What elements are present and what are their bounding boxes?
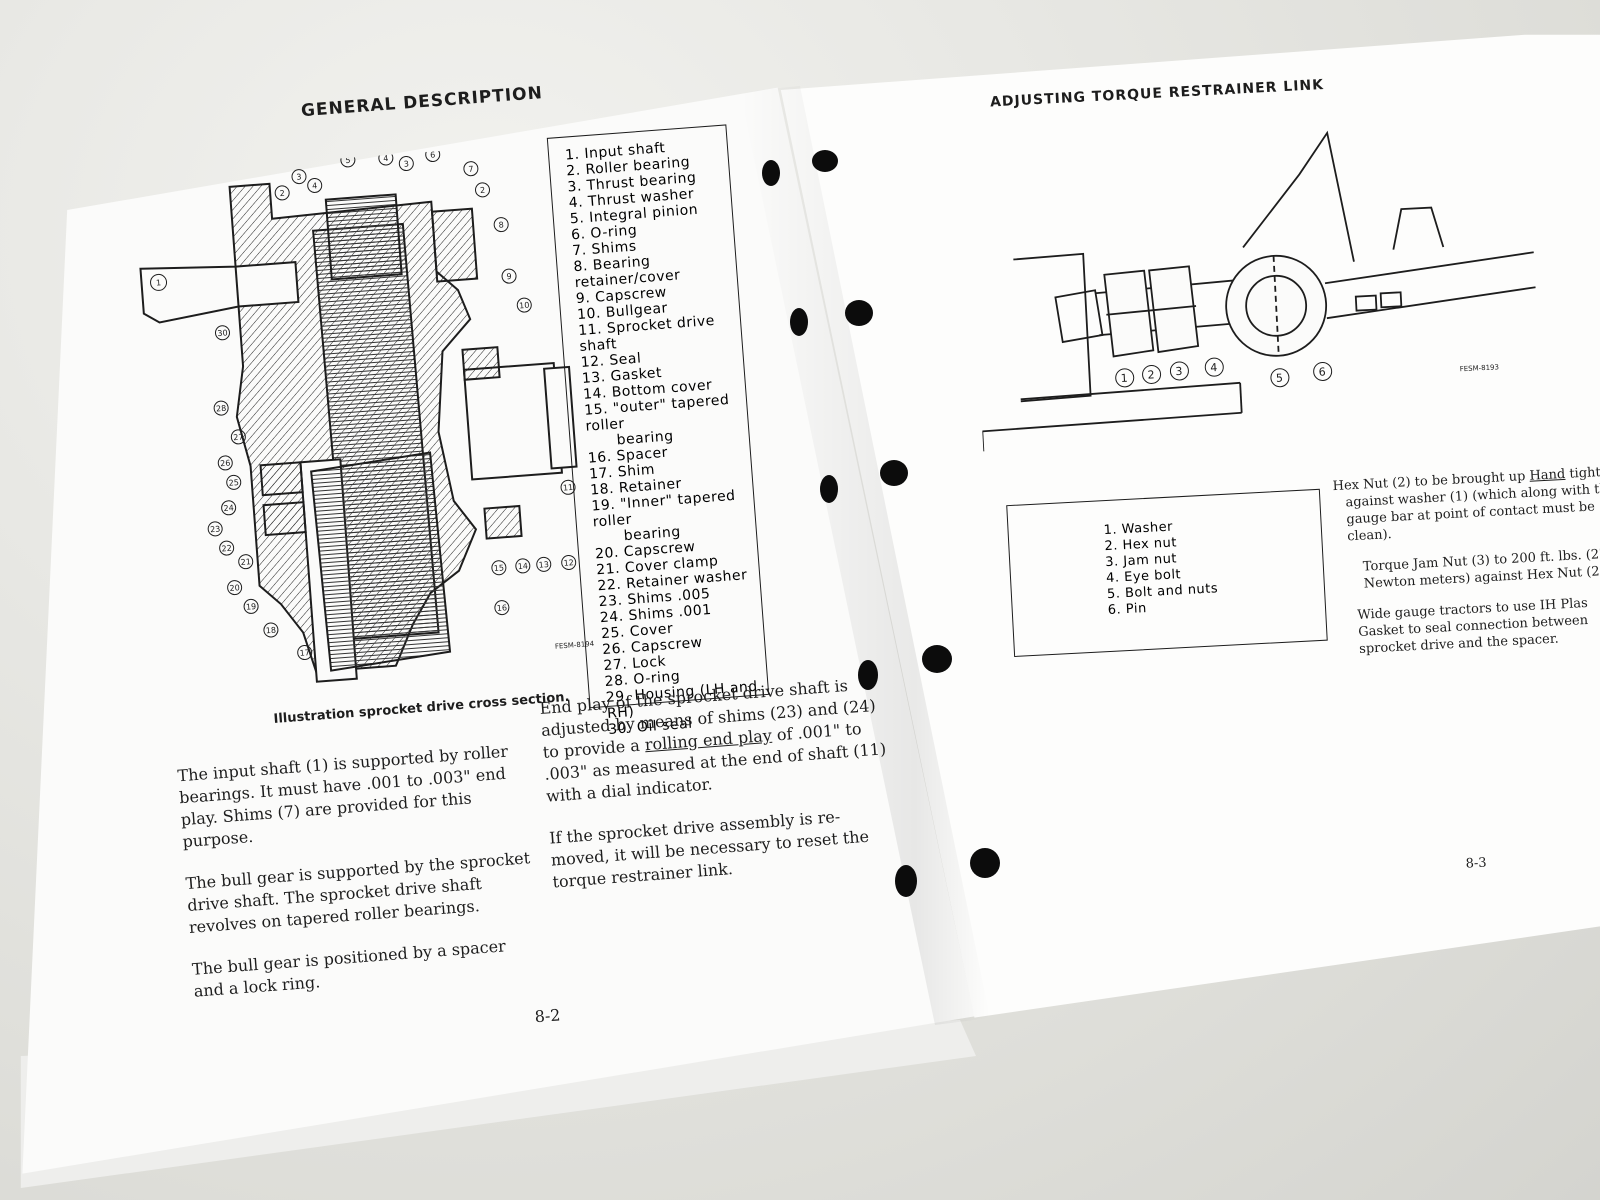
callout-number: 9 bbox=[506, 272, 512, 281]
callout-number: 3 bbox=[296, 172, 302, 181]
binder-hole bbox=[845, 300, 873, 326]
callout-number: 4 bbox=[383, 154, 389, 163]
callout-number: 19 bbox=[246, 602, 257, 612]
callout-number: 18 bbox=[266, 626, 277, 636]
callout-number: 5 bbox=[345, 156, 351, 165]
callout-number: 26 bbox=[220, 459, 231, 469]
callout-number: 2 bbox=[480, 186, 486, 195]
binder-hole bbox=[858, 660, 878, 690]
callout-number: 2 bbox=[279, 189, 285, 198]
callout-3: 3 bbox=[1175, 365, 1183, 378]
callout-number: 27 bbox=[233, 433, 244, 443]
callout-number: 23 bbox=[210, 525, 221, 535]
callout-number: 30 bbox=[217, 328, 228, 338]
callout-number: 14 bbox=[517, 562, 528, 572]
right-page-number: 8-3 bbox=[1465, 855, 1487, 872]
callout-5: 5 bbox=[1276, 372, 1284, 385]
left-figure-code: FESM-8194 bbox=[555, 640, 595, 651]
torque-restrainer-link-drawing: 1 2 3 4 5 6 FESM-8193 bbox=[981, 130, 1536, 452]
binder-hole bbox=[812, 150, 838, 172]
callout-number: 16 bbox=[497, 603, 508, 613]
callout-number: 10 bbox=[519, 301, 530, 311]
callout-number: 12 bbox=[563, 558, 574, 568]
callout-4: 4 bbox=[1210, 361, 1218, 374]
callout-number: 11 bbox=[563, 483, 574, 493]
callout-number: 7 bbox=[468, 165, 474, 174]
callout-number: 17 bbox=[299, 648, 310, 658]
callout-number: 13 bbox=[538, 560, 549, 570]
hand-emphasis: Hand bbox=[1529, 466, 1566, 484]
callout-2: 2 bbox=[1147, 368, 1155, 381]
callout-number: 21 bbox=[240, 557, 251, 567]
binder-hole bbox=[820, 475, 838, 503]
callout-number: 25 bbox=[228, 478, 239, 488]
right-figure-code: FESM-8193 bbox=[1460, 363, 1500, 373]
binder-hole bbox=[970, 848, 1000, 878]
callout-number: 22 bbox=[221, 544, 232, 554]
callout-number: 6 bbox=[430, 150, 436, 159]
right-page-title: ADJUSTING TORQUE RESTRAINER LINK bbox=[989, 77, 1325, 111]
binder-hole bbox=[922, 645, 952, 673]
callout-number: 8 bbox=[498, 220, 504, 229]
binder-hole bbox=[880, 460, 908, 486]
callout-number: 1 bbox=[156, 278, 162, 287]
callout-number: 4 bbox=[312, 181, 318, 190]
right-instructions: Hex Nut (2) to be brought up Hand tight … bbox=[1332, 463, 1600, 659]
callout-number: 24 bbox=[223, 503, 234, 513]
binder-hole bbox=[790, 308, 808, 336]
callout-1: 1 bbox=[1120, 372, 1128, 385]
callout-6: 6 bbox=[1318, 365, 1326, 378]
binder-hole bbox=[895, 865, 917, 897]
binder-hole bbox=[762, 160, 780, 186]
callout-number: 3 bbox=[403, 159, 409, 168]
callout-number: 15 bbox=[494, 563, 505, 573]
callout-number: 28 bbox=[216, 404, 227, 414]
callout-number: 20 bbox=[229, 583, 240, 593]
